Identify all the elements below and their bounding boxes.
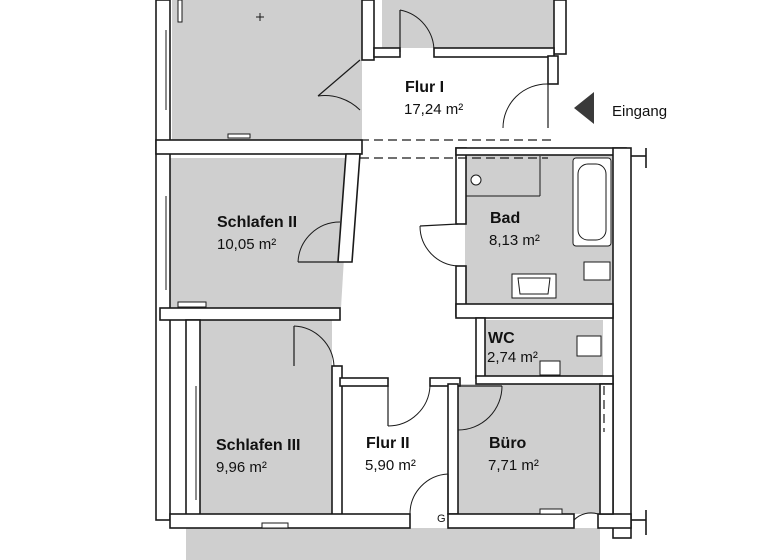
room-schlafen-3 bbox=[200, 320, 332, 516]
washing-machine bbox=[583, 261, 611, 281]
wall-segment bbox=[553, 0, 567, 55]
room-name-schlafen-3: Schlafen III bbox=[216, 437, 300, 454]
outer-wall-left bbox=[155, 0, 171, 521]
windows bbox=[165, 0, 563, 529]
door-arc bbox=[297, 221, 341, 263]
window bbox=[177, 0, 183, 23]
doors bbox=[293, 9, 599, 521]
wall-segment bbox=[475, 375, 614, 385]
room-top-middle bbox=[382, 0, 554, 48]
door-leaf bbox=[317, 59, 361, 97]
radiator bbox=[539, 508, 563, 515]
bathtub-inner bbox=[577, 163, 607, 241]
room-area-schlafen-2: 10,05 m² bbox=[217, 236, 276, 253]
door-arc bbox=[409, 473, 449, 515]
entrance-arrow-icon bbox=[574, 92, 594, 124]
wall-segment bbox=[447, 383, 459, 515]
drain-icon bbox=[470, 174, 482, 186]
door-arc bbox=[573, 512, 599, 521]
wall-segment bbox=[455, 147, 467, 225]
room-area-flur-1: 17,24 m² bbox=[404, 101, 463, 118]
door-arc bbox=[399, 9, 435, 53]
radiator bbox=[177, 301, 207, 308]
room-area-bad: 8,13 m² bbox=[489, 232, 540, 249]
door-arc bbox=[502, 83, 549, 129]
wall-segment bbox=[331, 365, 343, 517]
outer-wall-right bbox=[612, 147, 632, 539]
wall-segment bbox=[433, 47, 555, 58]
room-name-schlafen-2: Schlafen II bbox=[217, 214, 297, 231]
wall-segment bbox=[169, 513, 411, 529]
room-bottom-strip bbox=[186, 528, 600, 560]
room-labels: Flur I 17,24 m² Schlafen II 10,05 m² Bad… bbox=[216, 79, 540, 525]
room-top-left bbox=[172, 0, 362, 140]
wall-segment bbox=[599, 383, 614, 515]
room-area-schlafen-3: 9,96 m² bbox=[216, 459, 267, 476]
washbasin-bowl bbox=[517, 277, 551, 295]
door-leaf bbox=[419, 223, 459, 227]
dashed-lines bbox=[360, 139, 605, 432]
door-arc bbox=[387, 385, 431, 427]
wall-segment bbox=[361, 0, 375, 61]
room-area-wc: 2,74 m² bbox=[487, 349, 538, 366]
wall-segment bbox=[373, 47, 401, 58]
wall-segment bbox=[429, 377, 461, 387]
walls bbox=[155, 0, 647, 539]
entrance-label: Eingang bbox=[612, 103, 667, 120]
room-schlafen-2 bbox=[168, 158, 350, 308]
wall-segment bbox=[447, 513, 575, 529]
room-area-buero: 7,71 m² bbox=[488, 457, 539, 474]
room-name-buero: Büro bbox=[489, 435, 527, 452]
room-name-flur-1: Flur I bbox=[405, 79, 444, 96]
entrance: Eingang bbox=[574, 92, 667, 124]
wall-segment bbox=[475, 317, 486, 379]
room-name-wc: WC bbox=[488, 330, 515, 347]
room-name-flur-2: Flur II bbox=[366, 435, 410, 452]
room-buero bbox=[458, 384, 606, 514]
wall-segment bbox=[159, 307, 341, 321]
wall-segment bbox=[339, 377, 389, 387]
mark-g: G bbox=[437, 513, 446, 525]
room-area-flur-2: 5,90 m² bbox=[365, 457, 416, 474]
wall-segment bbox=[455, 303, 614, 319]
room-name-bad: Bad bbox=[490, 210, 520, 227]
radiator bbox=[261, 522, 289, 529]
wall-segment bbox=[185, 319, 201, 521]
wall-segment bbox=[155, 139, 363, 155]
wall-segment bbox=[455, 147, 627, 156]
bathtub bbox=[572, 157, 612, 247]
door-arc bbox=[317, 95, 361, 111]
door-arc bbox=[457, 385, 503, 431]
radiator bbox=[227, 133, 251, 139]
wall-segment bbox=[597, 513, 632, 529]
door-arc bbox=[293, 325, 335, 367]
toilet bbox=[576, 335, 602, 357]
wall-segment bbox=[547, 55, 559, 85]
fixtures bbox=[466, 156, 612, 376]
wall-segment bbox=[337, 153, 361, 263]
door-arc bbox=[419, 225, 459, 267]
wc-basin bbox=[539, 360, 561, 376]
